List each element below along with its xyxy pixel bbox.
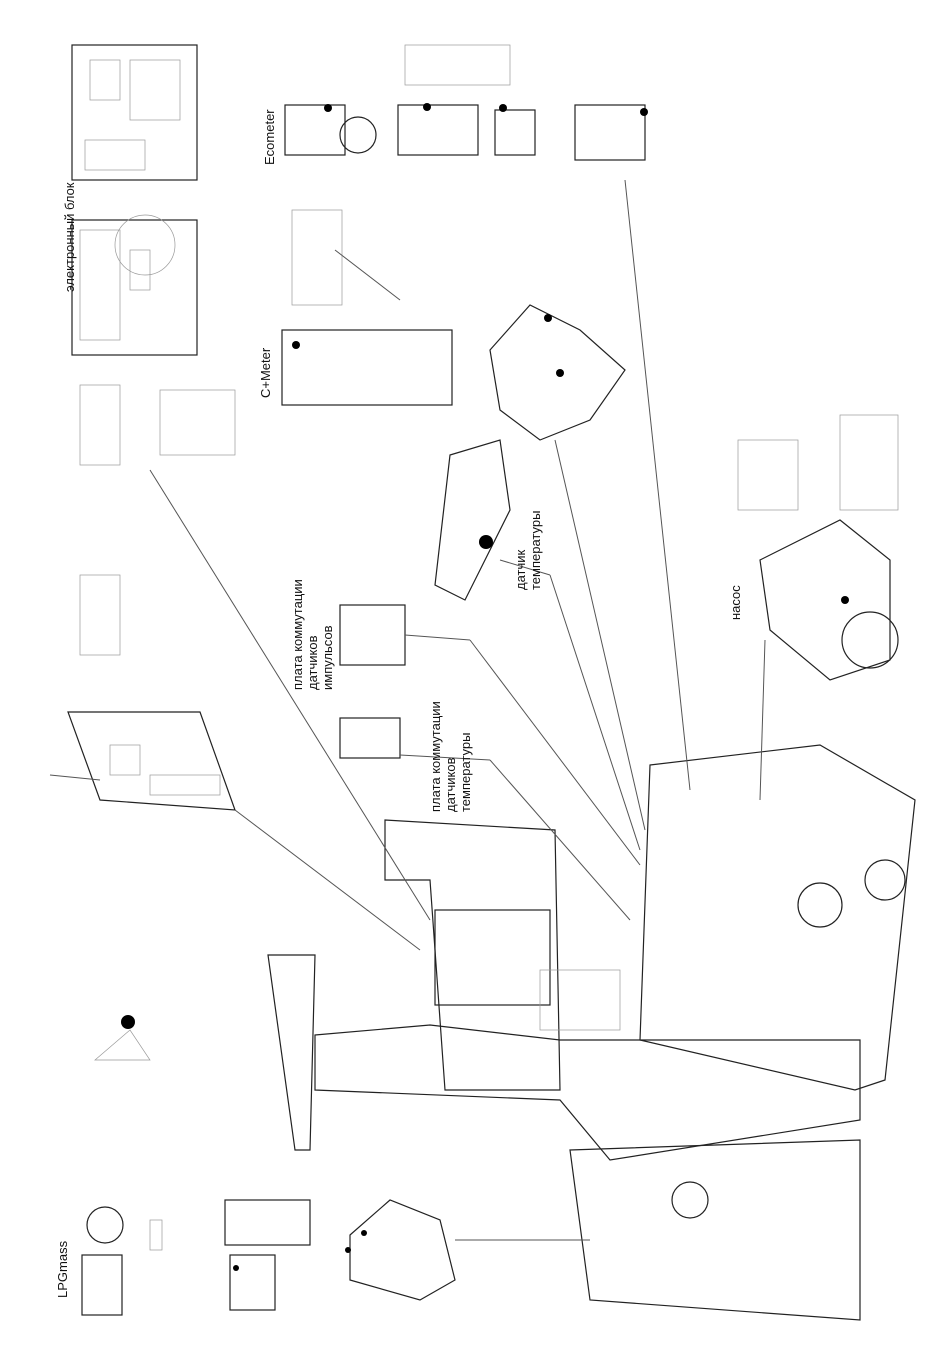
label-cmeter: C+Meter	[258, 347, 273, 398]
label-line: плата коммутации	[290, 579, 305, 690]
terminal-detail	[159, 389, 236, 456]
label-temp-sensor: датчик температуры	[513, 511, 543, 590]
pulse-board-drawing	[339, 604, 406, 666]
nameplate	[79, 384, 121, 466]
label-line: импульсов	[320, 625, 335, 690]
cmeter-drawings	[281, 209, 626, 441]
electronic-board-side1	[71, 214, 198, 356]
label-line: плата коммутации	[428, 701, 443, 812]
nameplate	[79, 574, 121, 656]
label-line: датчик	[513, 549, 528, 590]
label-line: датчиков	[305, 635, 320, 691]
electronic-board-side2	[71, 44, 198, 181]
pump-drawing	[737, 414, 899, 681]
display-panel	[67, 711, 236, 811]
label-pulse-board: плата коммутации датчиков импульсов	[290, 579, 335, 690]
leader-lines	[49, 179, 766, 1241]
ecometer-drawings	[284, 44, 648, 161]
label-temp-board: плата коммутации датчиков температуры	[428, 701, 473, 812]
label-electronic-unit: электронный блок	[62, 182, 77, 293]
label-lpgmass: LPGmass	[55, 1240, 70, 1298]
label-ecometer: Ecometer	[262, 109, 277, 165]
temp-board-drawing	[339, 717, 401, 759]
label-line: температуры	[528, 510, 543, 590]
lpgmass-drawings	[81, 1015, 456, 1316]
label-line: датчиков	[443, 757, 458, 813]
label-line: температуры	[458, 732, 473, 812]
label-pump: насос	[728, 585, 743, 620]
temperature-sensor-drawing	[434, 439, 511, 601]
dispenser-assembly	[267, 744, 916, 1321]
